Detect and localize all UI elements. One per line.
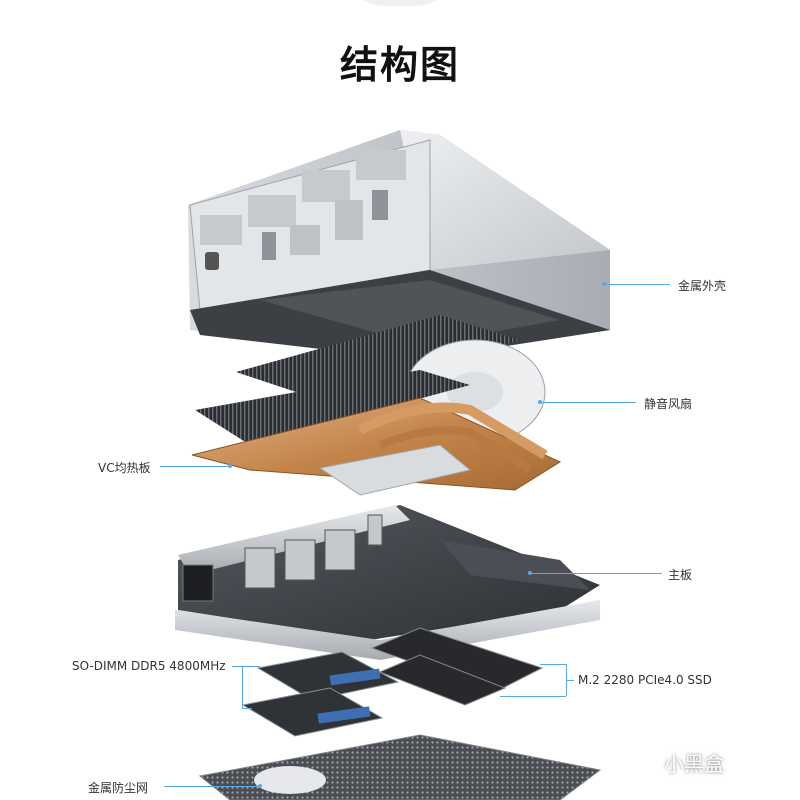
label-dust-filter: 金属防尘网 bbox=[88, 781, 149, 795]
leader-line-memory-top bbox=[242, 666, 260, 667]
metal-shell-part bbox=[188, 130, 610, 360]
label-vc-plate: VC均热板 bbox=[98, 461, 151, 475]
leader-dot-motherboard bbox=[528, 571, 532, 575]
leader-dot-dust-filter bbox=[258, 784, 262, 788]
leader-line-metal-shell bbox=[604, 284, 670, 285]
label-metal-shell: 金属外壳 bbox=[678, 279, 727, 293]
motherboard-part bbox=[175, 505, 600, 660]
cooling-assembly-part bbox=[191, 315, 562, 496]
leader-dot-metal-shell bbox=[602, 282, 606, 286]
label-memory: SO-DIMM DDR5 4800MHz bbox=[72, 659, 226, 673]
leader-line-silent-fan bbox=[540, 402, 636, 403]
label-motherboard: 主板 bbox=[668, 568, 693, 582]
leader-line-ssd bbox=[566, 680, 574, 681]
leader-line-vc-plate bbox=[160, 466, 230, 467]
watermark-logo-icon bbox=[639, 749, 663, 773]
leader-dot-vc-plate bbox=[228, 464, 232, 468]
page-title: 结构图 bbox=[339, 43, 460, 87]
leader-line-ssd-bottom bbox=[500, 696, 566, 697]
label-ssd: M.2 2280 PCIe4.0 SSD bbox=[578, 673, 712, 687]
leader-line-ssd-top bbox=[540, 664, 566, 665]
memory-ssd-part bbox=[241, 627, 544, 737]
leader-line-motherboard bbox=[530, 573, 662, 574]
leader-line-dust-filter bbox=[164, 786, 260, 787]
leader-dot-silent-fan bbox=[538, 400, 542, 404]
dust-filter-part bbox=[198, 734, 602, 800]
label-silent-fan: 静音风扇 bbox=[644, 397, 693, 411]
leader-line-memory bbox=[232, 666, 242, 667]
leader-bracket-memory bbox=[242, 666, 243, 708]
leader-line-memory-bottom bbox=[242, 708, 252, 709]
top-decoration bbox=[340, 0, 460, 6]
watermark-text: 小黑盒 bbox=[664, 752, 724, 776]
